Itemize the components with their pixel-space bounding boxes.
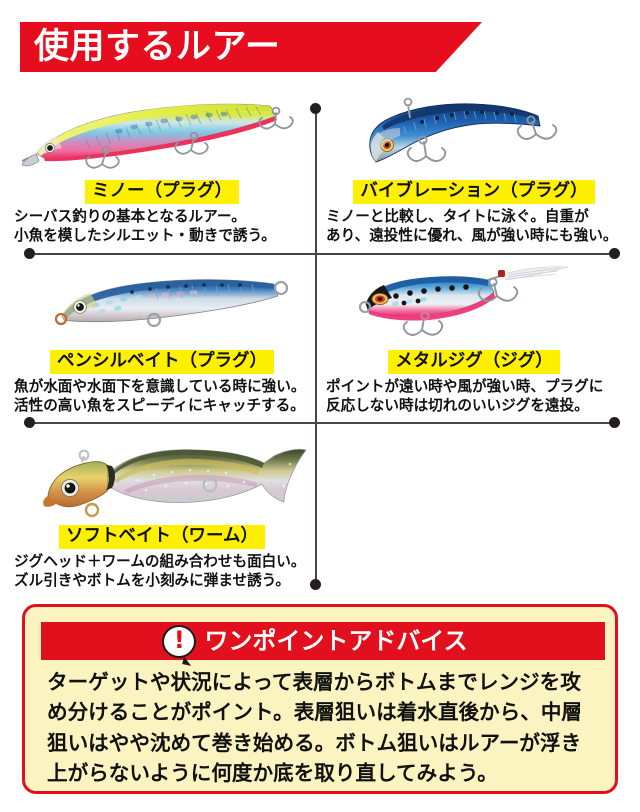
- exclamation-speech-bubble-icon: !: [162, 624, 197, 658]
- vibration-lure-image: [369, 97, 558, 163]
- lure-title-wrap-minnow: ミノー（プラグ）: [14, 180, 310, 204]
- horizontal-divider-row1-right: [315, 253, 615, 255]
- lure-title-minnow: ミノー（プラグ）: [85, 180, 239, 204]
- header-banner: 使用するルアー: [20, 22, 482, 72]
- advice-body-line4: 上がらないように何度か底を取り直してみよう。: [47, 761, 498, 786]
- pencil-bait-lure-image: [54, 279, 289, 328]
- advice-header-inner: ! ワンポイントアドバイス: [162, 624, 468, 658]
- horizontal-divider-row2-right: [315, 422, 615, 424]
- lure-title-metal-jig: メタルジグ（ジグ）: [388, 350, 560, 374]
- lure-title-soft-bait: ソフトベイト（ワーム）: [59, 525, 265, 549]
- divider-dot-top: [310, 103, 321, 114]
- lure-title-pencil-bait: ペンシルベイト（プラグ）: [50, 350, 274, 374]
- divider-dot-row1-left: [24, 248, 35, 259]
- lure-desc-pencil-bait-line2: 活性の高い魚をスピーディにキャッチする。: [14, 397, 305, 415]
- lure-desc-metal-jig-line2: 反応しない時は切れのいいジグを遠投。: [326, 397, 589, 415]
- exclamation-mark: !: [173, 626, 185, 654]
- advice-body-text: ターゲットや状況によって表層からボトムまでレンジを攻 め分けることがポイント。表…: [47, 667, 603, 789]
- lure-title-wrap-metal-jig: メタルジグ（ジグ）: [326, 350, 622, 374]
- divider-dot-row2-left: [24, 417, 35, 428]
- metal-jig-lure-image: [358, 266, 569, 336]
- lure-cell-metal-jig: メタルジグ（ジグ） ポイントが遠い時や風が強い時、プラグに 反応しない時は切れの…: [326, 262, 622, 422]
- lure-desc-pencil-bait-line1: 魚が水面や水面下を意識している時に強い。: [14, 377, 306, 395]
- lure-desc-vibration-line2: あり、遠投性に優れ、風が強い時にも強い。: [326, 227, 618, 245]
- lure-title-wrap-pencil-bait: ペンシルベイト（プラグ）: [14, 350, 310, 374]
- advice-body-line3: 狙いはやや沈めて巻き始める。ボトム狙いはルアーが浮き: [47, 730, 582, 755]
- lure-title-vibration: バイブレーション（プラグ）: [353, 180, 595, 204]
- divider-dot-row1-right: [609, 248, 620, 259]
- lure-cell-minnow: ミノー（プラグ） シーバス釣りの基本となるルアー。 小魚を模したシルエット・動き…: [14, 86, 310, 251]
- minnow-lure-image: [21, 103, 294, 169]
- one-point-advice-box: ! ワンポイントアドバイス ターゲットや状況によって表層からボトムまでレンジを攻…: [22, 604, 618, 794]
- lure-cell-pencil-bait: ペンシルベイト（プラグ） 魚が水面や水面下を意識している時に強い。 活性の高い魚…: [14, 262, 310, 422]
- lure-cell-vibration: バイブレーション（プラグ） ミノーと比較し、タイトに泳ぐ。自重が あり、遠投性に…: [326, 86, 622, 251]
- divider-dot-bottom: [310, 579, 321, 590]
- lure-title-wrap-vibration: バイブレーション（プラグ）: [326, 180, 622, 204]
- lure-desc-minnow-line1: シーバス釣りの基本となるルアー。: [14, 207, 246, 225]
- lure-desc-metal-jig-line1: ポイントが遠い時や風が強い時、プラグに: [326, 377, 604, 395]
- page-title: 使用するルアー: [34, 26, 281, 67]
- soft-bait-lure-image: [43, 448, 307, 518]
- horizontal-divider-row2-left: [30, 422, 315, 424]
- vertical-divider: [315, 110, 317, 585]
- divider-dot-row2-right: [609, 417, 620, 428]
- lure-cell-soft-bait: ソフトベイト（ワーム） ジグヘッド＋ワームの組み合わせも面白い。 ズル引きやボト…: [14, 430, 310, 590]
- horizontal-divider-row1-left: [30, 253, 315, 255]
- lure-desc-minnow-line2: 小魚を模したシルエット・動きで誘う。: [14, 227, 276, 245]
- advice-heading: ワンポイントアドバイス: [204, 627, 468, 655]
- lure-title-wrap-soft-bait: ソフトベイト（ワーム）: [14, 525, 310, 549]
- lure-desc-vibration-line1: ミノーと比較し、タイトに泳ぐ。自重が: [326, 207, 589, 225]
- lure-desc-soft-bait-line1: ジグヘッド＋ワームの組み合わせも面白い。: [14, 552, 306, 570]
- advice-header-bar: ! ワンポイントアドバイス: [41, 622, 605, 660]
- advice-body-line1: ターゲットや状況によって表層からボトムまでレンジを攻: [47, 670, 581, 694]
- advice-body-line2: め分けることがポイント。表層狙いは着水直後から、中層: [47, 700, 583, 725]
- lure-desc-soft-bait-line2: ズル引きやボトムを小刻みに弾ませ誘う。: [14, 572, 290, 590]
